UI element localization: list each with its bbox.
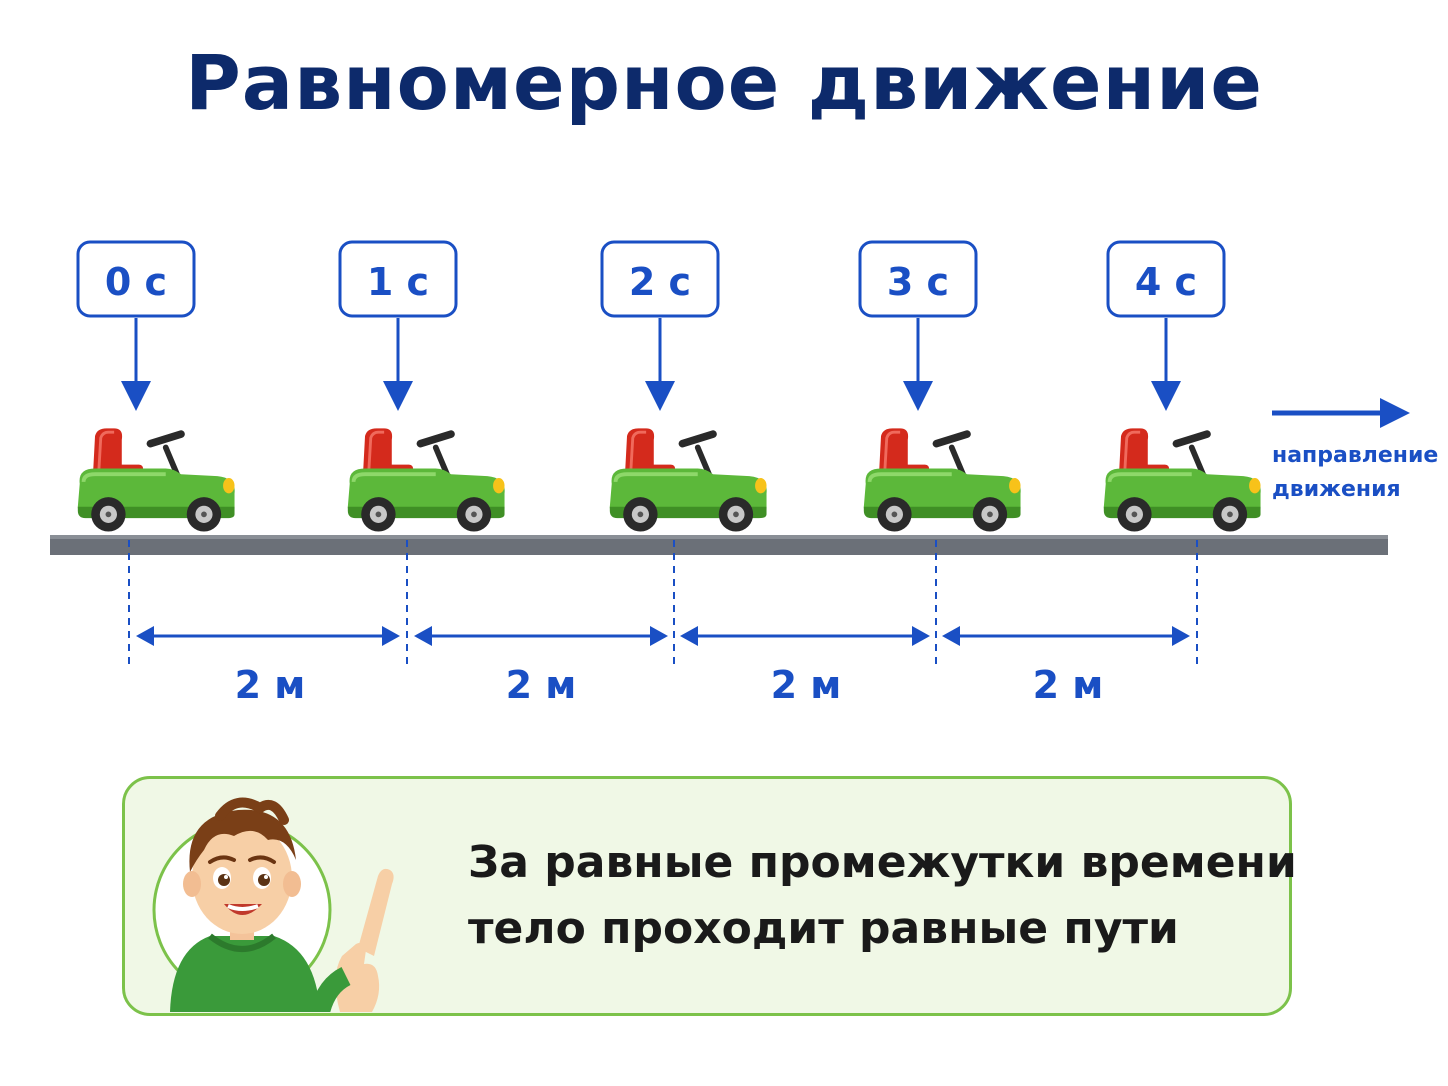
time-mark-2: 2 с [600, 240, 720, 411]
direction-indicator: направление движения [1272, 398, 1438, 502]
toy-car-icon [78, 428, 235, 531]
time-label: 0 с [105, 260, 167, 304]
segment-label: 2 м [771, 663, 842, 707]
note-line-1: За равные промежутки времени [468, 837, 1297, 888]
time-label: 1 с [367, 260, 429, 304]
toy-car-icon [348, 428, 505, 531]
road [50, 535, 1388, 555]
direction-label-line1: направление [1272, 443, 1438, 468]
page-title: Равномерное движение [185, 38, 1263, 127]
time-label: 4 с [1135, 260, 1197, 304]
toy-car-icon [1104, 428, 1261, 531]
segment-label: 2 м [506, 663, 577, 707]
note-line-2: тело проходит равные пути [468, 903, 1179, 954]
time-label: 3 с [887, 260, 949, 304]
distance-arrows [136, 626, 1190, 646]
time-mark-0: 0 с [76, 240, 196, 411]
time-mark-1: 1 с [338, 240, 458, 411]
position-markers [128, 540, 1198, 664]
segment-label: 2 м [235, 663, 306, 707]
segment-label: 2 м [1033, 663, 1104, 707]
boy-pointing-icon [152, 797, 394, 1012]
toy-car-icon [864, 428, 1021, 531]
note-text: За равные промежутки времени тело проход… [468, 830, 1297, 962]
time-label: 2 с [629, 260, 691, 304]
toy-car-icon [610, 428, 767, 531]
direction-label-line2: движения [1272, 477, 1401, 502]
time-mark-4: 4 с [1106, 240, 1226, 411]
time-mark-3: 3 с [858, 240, 978, 411]
